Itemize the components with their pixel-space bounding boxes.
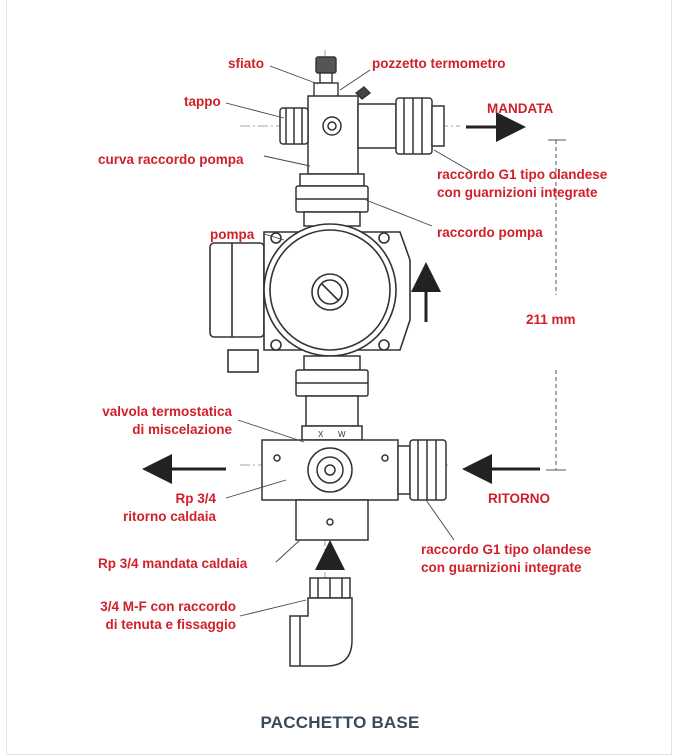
pump-assembly-drawing: X W	[142, 50, 566, 667]
valve-x-mark: X	[318, 430, 324, 439]
label-raccordo-g1-bot-1: raccordo G1 tipo olandese	[421, 542, 592, 557]
label-raccordo-g1-top-1: raccordo G1 tipo olandese	[437, 167, 608, 182]
vent-and-thermo	[313, 56, 372, 100]
label-ritorno: RITORNO	[488, 491, 551, 506]
label-mf-1: 3/4 M-F con raccordo	[100, 599, 236, 614]
top-tee	[279, 95, 445, 175]
label-sfiato: sfiato	[228, 56, 265, 71]
flow-arrows	[142, 112, 540, 570]
label-mandata: MANDATA	[487, 101, 554, 116]
valve-w-mark: W	[338, 430, 346, 439]
label-rp-ritorno-2: ritorno caldaia	[122, 509, 216, 524]
label-dimension: 211 mm	[526, 312, 576, 327]
label-rp-mandata-caldaia: Rp 3/4 mandata caldaia	[98, 556, 248, 571]
label-raccordo-g1-top-2: con guarnizioni integrate	[437, 185, 598, 200]
label-pozzetto-termometro: pozzetto termometro	[372, 56, 506, 71]
figure-caption: PACCHETTO BASE	[260, 713, 420, 732]
pump-body	[209, 223, 411, 373]
label-curva-raccordo-pompa: curva raccordo pompa	[98, 152, 244, 167]
label-raccordo-g1-bot-2: con guarnizioni integrate	[421, 560, 582, 575]
dimension-line	[546, 139, 566, 471]
label-valvola-1: valvola termostatica	[102, 404, 232, 419]
label-mf-2: di tenuta e fissaggio	[105, 617, 236, 632]
mixing-valve	[261, 425, 447, 541]
bottom-elbow	[289, 577, 353, 667]
pump-nut-top	[295, 173, 369, 227]
label-pompa: pompa	[210, 227, 255, 242]
label-valvola-2: di miscelazione	[132, 422, 232, 437]
pump-nut-bottom	[295, 355, 369, 427]
label-tappo: tappo	[184, 94, 221, 109]
label-rp-ritorno-1: Rp 3/4	[175, 491, 216, 506]
label-raccordo-pompa: raccordo pompa	[437, 225, 543, 240]
leader-lines	[225, 65, 473, 617]
